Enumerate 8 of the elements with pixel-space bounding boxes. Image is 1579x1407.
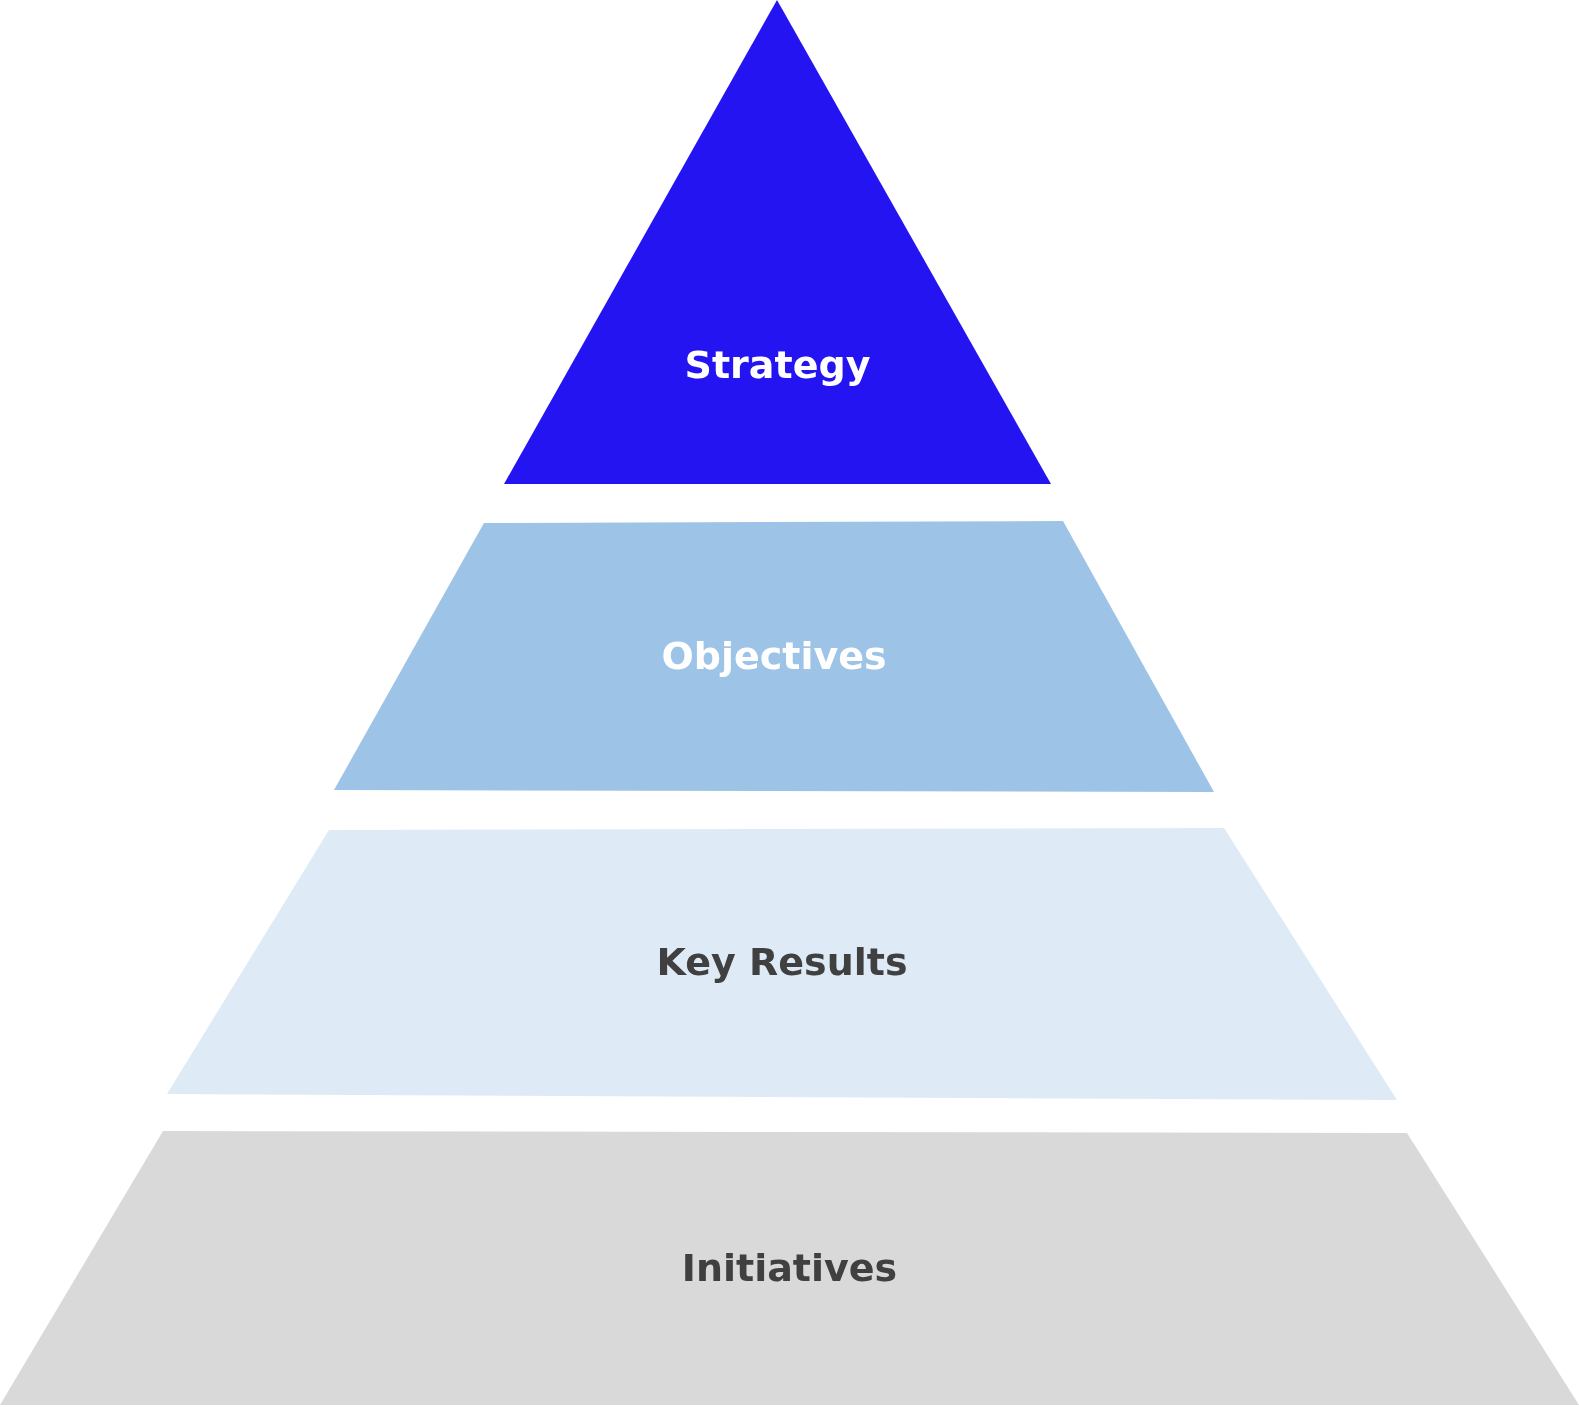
- pyramid-tier: [334, 521, 1214, 792]
- pyramid-tier: [504, 0, 1051, 484]
- tier-label: Initiatives: [681, 1246, 898, 1290]
- tier-label: Strategy: [684, 343, 871, 387]
- pyramid-tier: [0, 1131, 1579, 1405]
- tier-label: Objectives: [661, 634, 887, 678]
- pyramid-tier: [167, 828, 1397, 1100]
- tier-label: Key Results: [656, 940, 908, 984]
